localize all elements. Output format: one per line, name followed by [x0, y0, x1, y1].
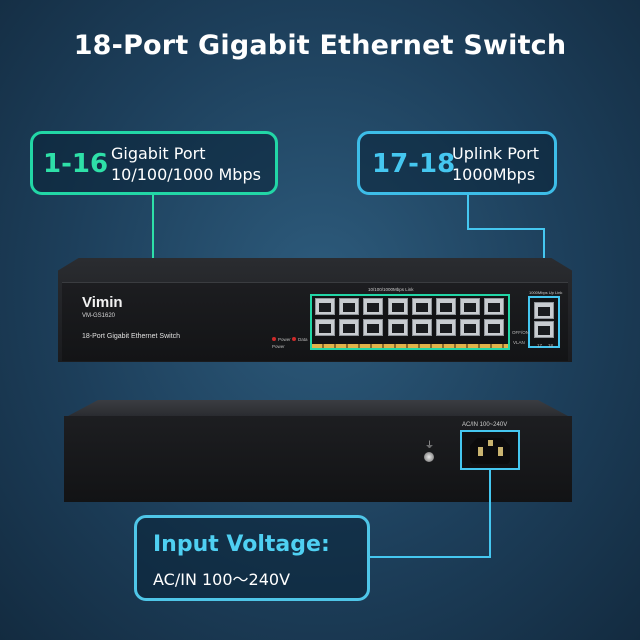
led-data-label: Data: [298, 337, 308, 342]
gigabit-port-range: 1-16: [43, 149, 109, 179]
ethernet-port: [411, 298, 432, 315]
uplink-port-label: Uplink Port: [452, 144, 539, 163]
power-pin-right: [498, 447, 503, 456]
port-17-label: 17: [537, 343, 543, 348]
ethernet-port: [315, 298, 335, 315]
gigabit-port-speed: 10/100/1000 Mbps: [111, 165, 261, 184]
port-18-label: 18: [548, 343, 554, 348]
data-led-icon: [292, 337, 297, 341]
device-description: 18-Port Gigabit Ethernet Switch: [82, 333, 181, 340]
uplink-port-17: [534, 302, 554, 319]
vlan-label: VLAN: [513, 340, 525, 345]
switch-back-top: [68, 400, 568, 416]
port-block-label: 10/100/1000Mbps Link: [368, 287, 414, 292]
ethernet-port: [387, 319, 408, 336]
ethernet-port: [436, 298, 456, 315]
uplink-port-callout: 17-18 Uplink Port 1000Mbps: [357, 131, 557, 195]
ground-screw: [424, 452, 434, 462]
input-voltage-callout: Input Voltage: AC/IN 100～240V: [134, 515, 370, 601]
uplink-port-range: 17-18: [372, 149, 456, 179]
ethernet-port: [484, 319, 505, 336]
uplink-connector-horizontal: [467, 228, 545, 230]
gigabit-port-callout: 1-16 Gigabit Port 10/100/1000 Mbps: [30, 131, 278, 195]
ethernet-port: [315, 319, 335, 336]
uplink-block-label: 1000Mbps Up Link: [529, 290, 563, 295]
brand-logo: Vimin: [82, 294, 123, 311]
ethernet-port: [411, 319, 432, 336]
led-power2-label: Power: [272, 344, 285, 349]
offon-label: OFF/ON: [512, 330, 529, 335]
power-pin-ground: [488, 440, 493, 446]
uplink-port-18: [534, 321, 554, 338]
ethernet-port: [363, 298, 384, 315]
input-voltage-title: Input Voltage:: [153, 532, 330, 557]
back-voltage-label: AC/IN 100~240V: [462, 422, 508, 428]
ethernet-port: [339, 319, 360, 336]
model-number: VM-GS1620: [82, 313, 116, 319]
ethernet-port: [339, 298, 360, 315]
ethernet-port: [460, 298, 481, 315]
ethernet-port: [460, 319, 481, 336]
input-connector-horizontal: [370, 556, 491, 558]
input-voltage-range: AC/IN 100～240V: [153, 570, 291, 589]
input-connector-vertical: [489, 470, 491, 558]
uplink-port-speed: 1000Mbps: [452, 165, 536, 184]
power-pin-left: [478, 447, 483, 456]
ethernet-port: [484, 298, 505, 315]
gigabit-port-label: Gigabit Port: [111, 144, 206, 163]
uplink-connector-vertical-1: [467, 195, 469, 229]
ground-icon: ⏚: [425, 440, 435, 450]
port-led-strip: [312, 344, 508, 348]
ethernet-port: [363, 319, 384, 336]
led-power-label: Power: [278, 337, 291, 342]
gigabit-connector-vertical: [152, 195, 154, 310]
led-indicators: Power Data Power: [272, 336, 308, 350]
ethernet-port: [387, 298, 408, 315]
power-led-icon: [272, 337, 276, 341]
ethernet-port: [436, 319, 456, 336]
page-title: 18-Port Gigabit Ethernet Switch: [73, 30, 567, 61]
